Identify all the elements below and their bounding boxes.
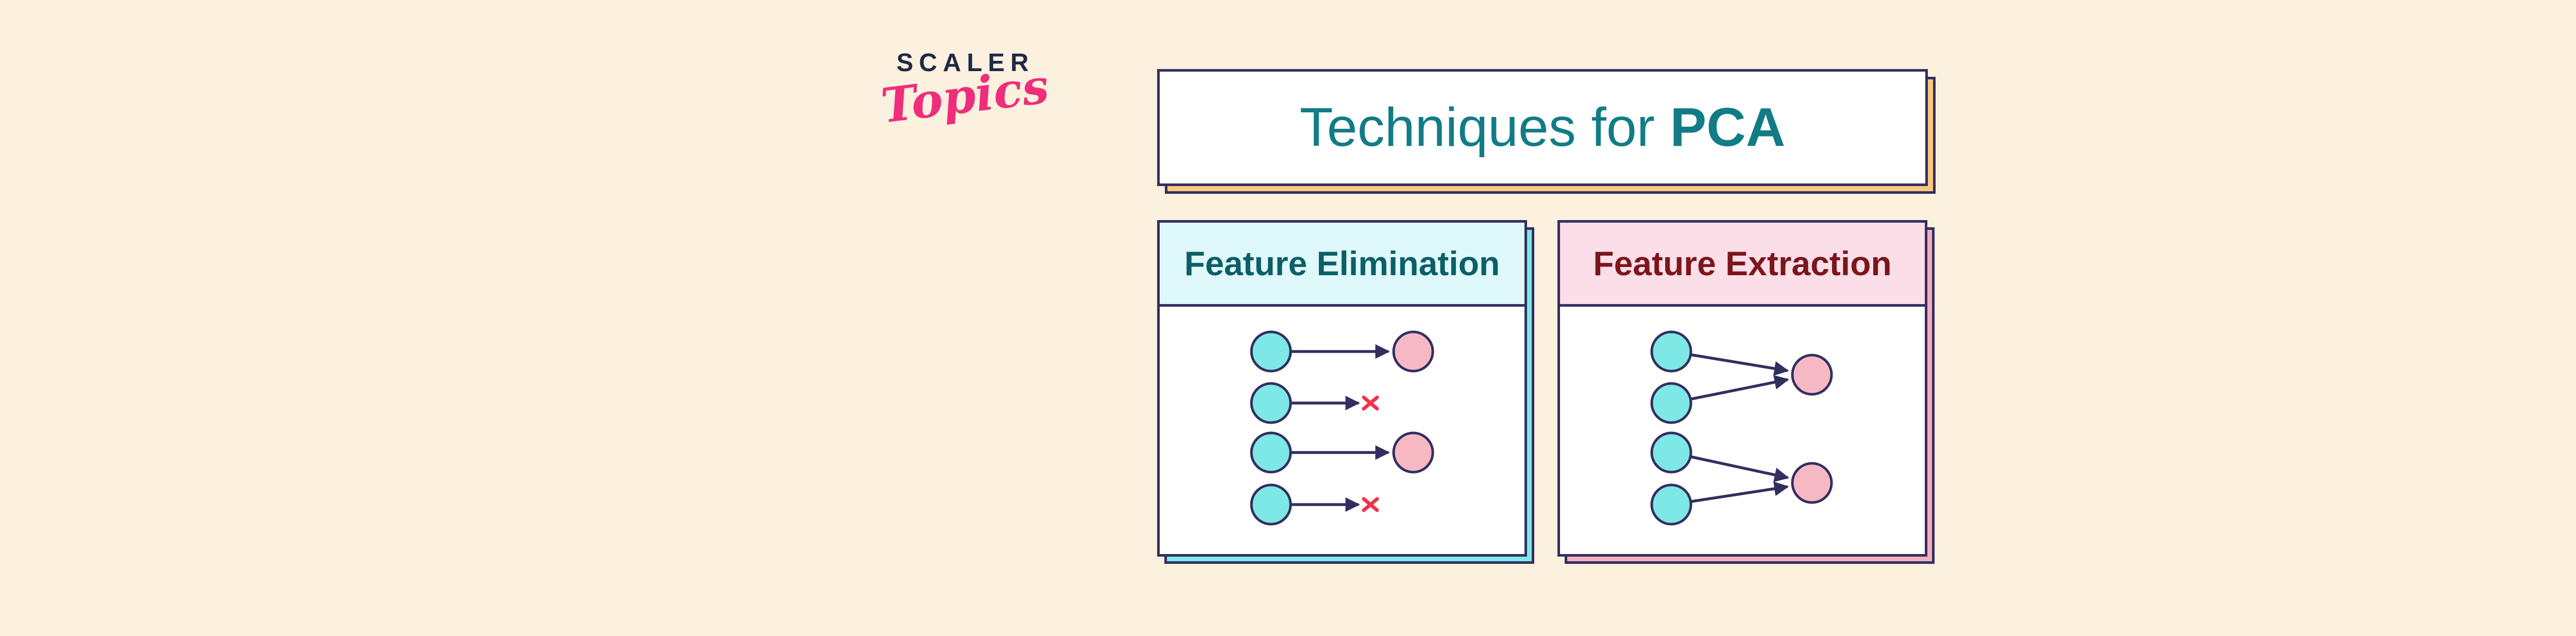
source-feature-node — [1250, 431, 1292, 474]
feature-elimination-card-header: Feature Elimination — [1160, 223, 1524, 307]
source-feature-node — [1650, 330, 1692, 373]
feature-elimination-diagram-svg — [1250, 330, 1434, 526]
removed-feature-x-icon — [1362, 497, 1379, 512]
feature-extraction-card: Feature Extraction — [1557, 220, 1935, 564]
kept-feature-node — [1392, 330, 1434, 373]
kept-feature-node — [1791, 354, 1833, 396]
title-text-prefix: Techniques for — [1299, 97, 1670, 158]
edge-arrow — [1691, 375, 1789, 400]
edge-arrow — [1691, 353, 1789, 376]
title-text-highlight: PCA — [1670, 97, 1786, 158]
removed-feature-x-icon — [1362, 395, 1379, 411]
kept-feature-node — [1791, 462, 1833, 504]
logo-wordmark-scaler: SCALER — [896, 49, 1035, 77]
feature-extraction-card-title: Feature Extraction — [1593, 244, 1892, 282]
scaler-topics-logo: SCALER Topics — [876, 46, 1052, 160]
feature-elimination-card-main: Feature Elimination — [1157, 220, 1527, 557]
source-feature-node — [1250, 330, 1292, 373]
source-feature-node — [1650, 431, 1692, 474]
title-banner-box: Techniques for PCA — [1157, 69, 1928, 186]
kept-feature-node — [1392, 431, 1434, 474]
source-feature-node — [1650, 483, 1692, 526]
feature-extraction-card-main: Feature Extraction — [1557, 220, 1927, 557]
feature-elimination-card: Feature Elimination — [1157, 220, 1534, 564]
feature-elimination-diagram — [1160, 307, 1524, 557]
source-feature-node — [1250, 382, 1292, 424]
feature-extraction-card-header: Feature Extraction — [1560, 223, 1925, 307]
source-feature-node — [1650, 382, 1692, 424]
edge-arrow — [1691, 455, 1789, 482]
source-feature-node — [1250, 483, 1292, 526]
edge-arrow — [1691, 481, 1789, 503]
feature-extraction-diagram — [1560, 307, 1925, 557]
feature-elimination-card-title: Feature Elimination — [1184, 244, 1500, 282]
feature-extraction-diagram-svg — [1650, 330, 1833, 526]
